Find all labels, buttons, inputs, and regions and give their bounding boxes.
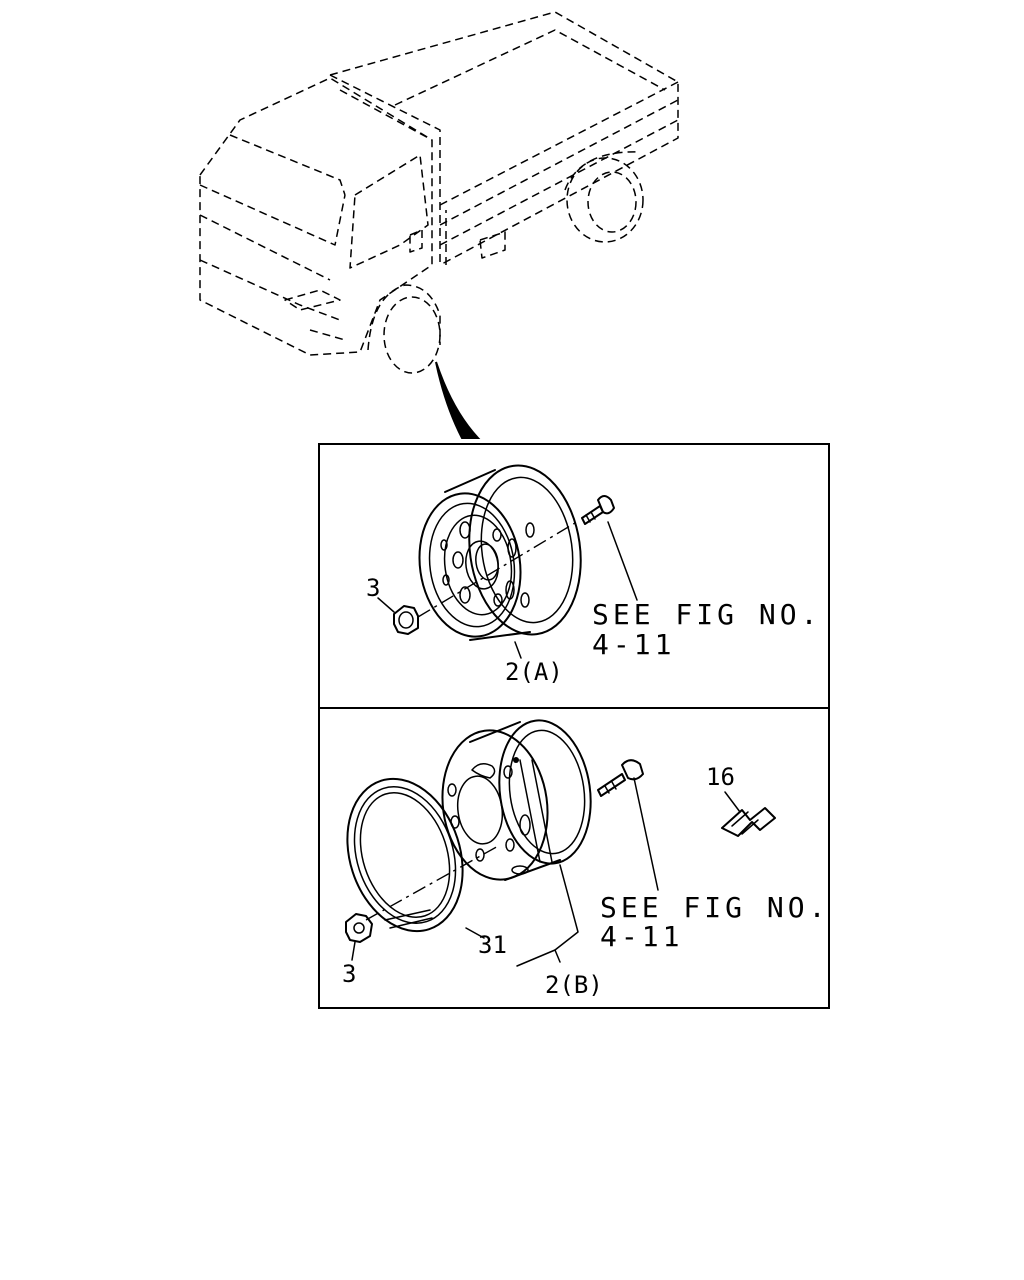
wheel-2a	[418, 464, 582, 641]
wheel-2b	[441, 719, 592, 881]
label-2b: 2(B)	[545, 971, 603, 999]
truck-illustration	[199, 11, 679, 439]
see-fig-ref-b-line1: SEE FIG NO.	[600, 891, 829, 924]
stud-bolt-b	[597, 759, 644, 797]
ring-31	[346, 777, 464, 933]
label-31: 31	[478, 931, 507, 959]
see-fig-ref-b-line2: 4-11	[600, 920, 683, 953]
see-fig-ref-a-line1: SEE FIG NO.	[592, 598, 821, 631]
label-3-b: 3	[342, 960, 356, 988]
nut-3-a	[393, 605, 419, 635]
label-3-a: 3	[366, 574, 380, 602]
label-16: 16	[706, 763, 735, 791]
see-fig-ref-a-line2: 4-11	[592, 628, 675, 661]
clip-16	[721, 807, 776, 837]
label-2a: 2(A)	[505, 658, 563, 686]
panel-b-frame	[318, 707, 830, 1009]
panel-a-frame	[318, 443, 830, 709]
nut-3-b	[345, 913, 373, 943]
stud-bolt-a	[581, 495, 615, 525]
